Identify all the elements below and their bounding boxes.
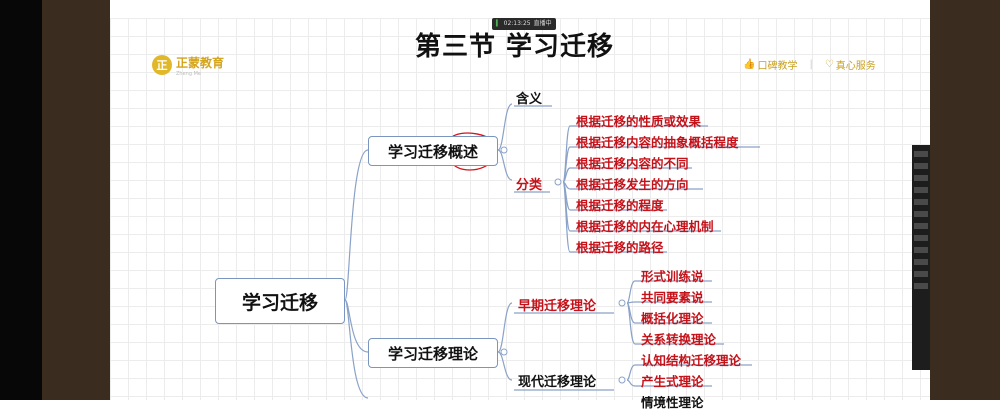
node-overview[interactable]: 学习迁移概述 [368, 136, 498, 166]
slide-canvas [110, 18, 930, 400]
classification-item[interactable]: 根据迁移发生的方向 [576, 177, 689, 192]
classification-item[interactable]: 根据迁移内容的不同 [576, 156, 689, 171]
chat-row [914, 283, 928, 289]
early-theory-item[interactable]: 关系转换理论 [641, 332, 717, 347]
node-classification[interactable]: 分类 [516, 178, 543, 193]
slogan-teaching: 口碑教学 [757, 61, 798, 72]
logo-sub: Zheng Me [176, 71, 201, 77]
chat-side-panel[interactable] [912, 145, 930, 370]
mindmap-connectors [344, 103, 760, 399]
recording-status: 直播中 [533, 20, 552, 27]
chat-row [914, 247, 928, 253]
brand-logo: 正 正蒙教育 Zheng Me [152, 52, 224, 77]
classification-item[interactable]: 根据迁移内容的抽象概括程度 [576, 135, 739, 150]
node-theories[interactable]: 学习迁移理论 [368, 338, 498, 368]
early-theory-item[interactable]: 形式训练说 [641, 269, 704, 284]
modern-theory-item[interactable]: 产生式理论 [641, 374, 704, 389]
slogan-links: 👍 口碑教学 | ♡ 真心服务 [743, 57, 876, 72]
node-early-theories[interactable]: 早期迁移理论 [518, 299, 597, 314]
modern-theory-item[interactable]: 情境性理论 [641, 395, 704, 410]
thumbs-up-icon: 👍 [743, 59, 756, 70]
page-title: 第三节 学习迁移 [415, 32, 615, 62]
chat-row [914, 199, 928, 205]
node-modern-theories[interactable]: 现代迁移理论 [518, 375, 597, 390]
chat-row [914, 259, 928, 265]
recording-time: 02:13:25 [503, 20, 531, 27]
chat-row [914, 211, 928, 217]
chat-row [914, 235, 928, 241]
right-brown-margin [930, 0, 1000, 400]
classification-item[interactable]: 根据迁移的路径 [576, 240, 664, 255]
root-node[interactable]: 学习迁移 [215, 278, 345, 324]
chat-row [914, 151, 928, 157]
recording-indicator[interactable]: ▍ 02:13:25 直播中 [492, 18, 556, 30]
logo-seal-icon: 正 [152, 54, 172, 75]
left-dark-margin [0, 0, 42, 400]
chat-row [914, 271, 928, 277]
chat-row [914, 223, 928, 229]
classification-item[interactable]: 根据迁移的性质或效果 [576, 114, 702, 129]
signal-icon: ▍ [496, 20, 501, 27]
chat-row [914, 187, 928, 193]
modern-theory-item[interactable]: 认知结构迁移理论 [641, 353, 742, 368]
heart-icon: ♡ [824, 59, 834, 70]
early-theory-item[interactable]: 概括化理论 [641, 311, 704, 326]
early-theory-item[interactable]: 共同要素说 [641, 290, 704, 305]
left-brown-margin [42, 0, 110, 400]
slogan-service: 真心服务 [835, 61, 876, 72]
chat-row [914, 175, 928, 181]
classification-item[interactable]: 根据迁移的程度 [576, 198, 664, 213]
slogan-divider: | [809, 59, 813, 70]
classification-item[interactable]: 根据迁移的内在心理机制 [576, 219, 714, 234]
logo-name: 正蒙教育 [176, 56, 225, 70]
node-meaning[interactable]: 含义 [516, 92, 543, 107]
chat-row [914, 163, 928, 169]
